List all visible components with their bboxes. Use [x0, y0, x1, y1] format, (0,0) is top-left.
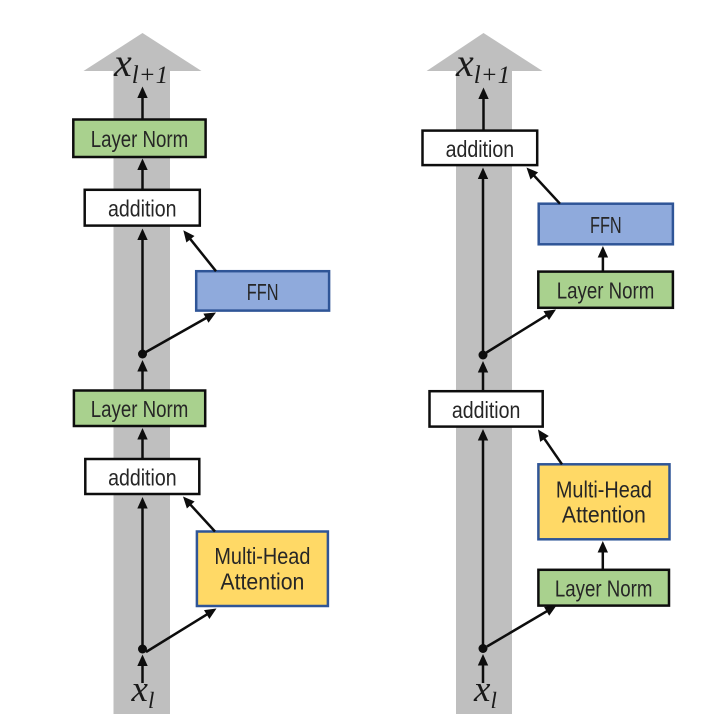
svg-text:Layer Norm: Layer Norm [91, 126, 189, 152]
svg-text:Multi-Head: Multi-Head [556, 476, 652, 502]
svg-text:Layer Norm: Layer Norm [555, 576, 653, 602]
svg-text:addition: addition [108, 465, 177, 491]
svg-text:Layer Norm: Layer Norm [91, 396, 189, 422]
svg-text:FFN: FFN [247, 279, 279, 305]
svg-text:FFN: FFN [590, 212, 622, 238]
svg-text:addition: addition [108, 196, 177, 222]
svg-text:Multi-Head: Multi-Head [214, 543, 310, 569]
svg-text:Attention: Attention [220, 569, 304, 595]
svg-text:Layer Norm: Layer Norm [557, 278, 655, 304]
svg-text:addition: addition [446, 136, 514, 162]
svg-text:Attention: Attention [562, 502, 646, 528]
svg-text:addition: addition [452, 397, 521, 423]
